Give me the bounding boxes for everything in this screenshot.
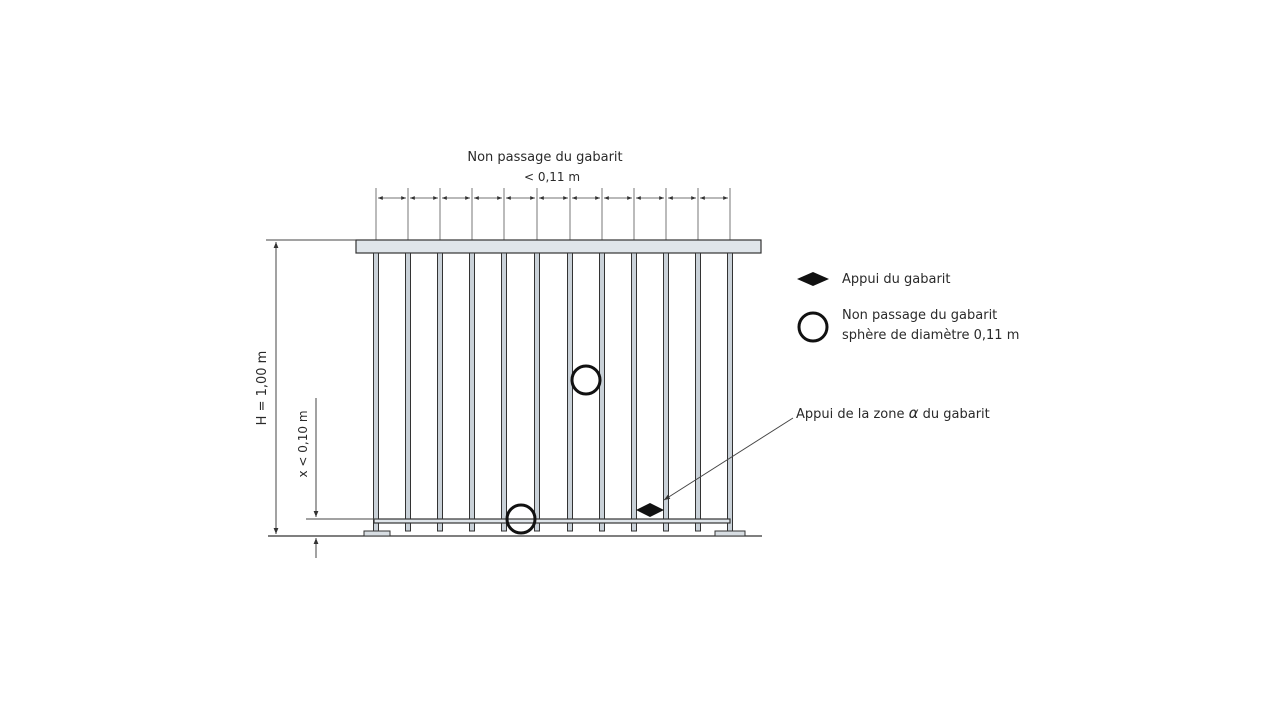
sphere-gauge-middle xyxy=(570,364,602,396)
baluster xyxy=(567,252,573,532)
balusters xyxy=(373,252,733,532)
baluster xyxy=(663,252,669,532)
callout-leader xyxy=(663,417,794,501)
foot-right xyxy=(714,530,746,537)
x-label: x < 0,10 m xyxy=(296,410,310,477)
foot-left xyxy=(363,530,391,537)
baluster xyxy=(631,252,637,532)
height-label: H = 1,00 m xyxy=(255,351,270,426)
legend-no-pass-line1: Non passage du gabarit xyxy=(842,308,997,323)
baluster xyxy=(534,252,540,532)
top-label-line1: Non passage du gabarit xyxy=(467,150,622,165)
support-diamond-gauge xyxy=(636,503,664,517)
top-label-line2: < 0,11 m xyxy=(524,170,580,184)
legend-no-pass-line2: sphère de diamètre 0,11 m xyxy=(842,328,1019,343)
legend-support-label: Appui du gabarit xyxy=(842,272,951,287)
callout-prefix: Appui de la zone xyxy=(796,407,909,422)
baluster xyxy=(599,252,605,532)
handrail xyxy=(355,239,762,254)
alpha-symbol: α xyxy=(909,404,919,422)
spacing-dimension-chain xyxy=(375,188,731,240)
callout-suffix: du gabarit xyxy=(919,407,990,422)
sphere-gauge-bottom xyxy=(505,503,537,535)
baluster xyxy=(695,252,701,532)
baluster xyxy=(727,252,733,532)
baluster xyxy=(373,252,379,532)
baluster xyxy=(469,252,475,532)
bottom-rail xyxy=(373,518,731,524)
legend-diamond-icon xyxy=(797,272,829,286)
baluster xyxy=(405,252,411,532)
baluster xyxy=(437,252,443,532)
baluster xyxy=(501,252,507,532)
callout-label: Appui de la zone α du gabarit xyxy=(796,404,990,422)
legend-circle-icon xyxy=(797,311,829,343)
